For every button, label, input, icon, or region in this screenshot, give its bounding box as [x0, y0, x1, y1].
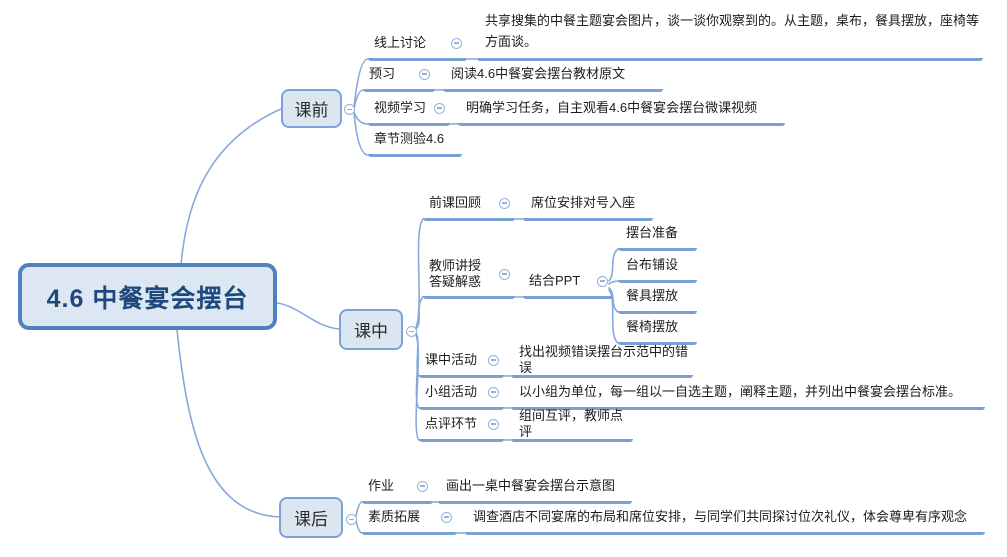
collapse-minus-icon[interactable] [499, 268, 510, 280]
topic-text: 摆台准备 [626, 224, 679, 240]
branch-box-before-class[interactable]: 课前 [281, 89, 342, 128]
topic-tableware-placement[interactable]: 餐具摆放 [618, 286, 697, 314]
topic-review-session-detail[interactable]: 组间互评，教师点评 [511, 408, 633, 442]
root-topic[interactable]: 4.6 中餐宴会摆台 [18, 263, 277, 330]
minus-bar [420, 485, 425, 487]
topic-group-activity[interactable]: 小组活动 [419, 382, 504, 410]
topic-homework[interactable]: 作业 [362, 476, 433, 504]
topic-label: 素质拓展 [368, 508, 421, 524]
topic-text: 餐椅摆放 [626, 318, 679, 334]
minus-bar [409, 330, 414, 333]
topic-table-setting-prep[interactable]: 摆台准备 [618, 223, 697, 251]
topic-review-session[interactable]: 点评环节 [419, 414, 504, 442]
collapse-minus-icon[interactable] [434, 102, 445, 114]
minus-bar [491, 359, 496, 361]
collapse-minus-icon[interactable] [488, 354, 499, 366]
topic-text: 席位安排对号入座 [531, 194, 636, 210]
topic-label: 作业 [368, 477, 395, 493]
topic-group-activity-detail[interactable]: 以小组为单位，每一组以一自选主题，阐释主题，并列出中餐宴会摆台标准。 [511, 382, 985, 410]
topic-quality-extension[interactable]: 素质拓展 [362, 507, 457, 535]
topic-label: 课中活动 [425, 351, 478, 367]
topic-with-ppt[interactable]: 结合PPT [523, 271, 613, 299]
minus-bar [454, 42, 459, 44]
minus-bar [491, 391, 496, 393]
collapse-minus-icon[interactable] [441, 511, 452, 523]
topic-chair-placement[interactable]: 餐椅摆放 [618, 317, 697, 345]
collapse-minus-icon[interactable] [346, 514, 357, 525]
topic-text: 共享搜集的中餐主题宴会图片，谈一谈你观察到的。从主题，桌布，餐具摆放，座椅等方面… [485, 13, 980, 49]
topic-label: 视频学习 [374, 99, 427, 115]
topic-online-discussion[interactable]: 线上讨论 [368, 33, 467, 61]
topic-label: 结合PPT [529, 272, 581, 288]
topic-teacher-lecture[interactable]: 教师讲授答疑解惑 [423, 257, 515, 299]
topic-tablecloth-laying[interactable]: 台布铺设 [618, 255, 697, 283]
topic-label: 前课回顾 [429, 194, 482, 210]
topic-label: 线上讨论 [374, 34, 427, 50]
topic-last-class-review-detail[interactable]: 席位安排对号入座 [523, 193, 653, 221]
topic-text: 以小组为单位，每一组以一自选主题，阐释主题，并列出中餐宴会摆台标准。 [519, 383, 962, 399]
topic-homework-detail[interactable]: 画出一桌中餐宴会摆台示意图 [438, 476, 632, 504]
topic-preview-detail[interactable]: 阅读4.6中餐宴会摆台教材原文 [443, 64, 663, 92]
minus-bar [444, 516, 449, 518]
topic-in-class-activity-detail[interactable]: 找出视频错误摆台示范中的错误 [511, 344, 693, 378]
topic-in-class-activity[interactable]: 课中活动 [419, 350, 504, 378]
topic-video-learning[interactable]: 视频学习 [368, 98, 450, 126]
branch-box-after-class[interactable]: 课后 [279, 497, 343, 538]
collapse-minus-icon[interactable] [406, 326, 417, 337]
topic-chapter-quiz[interactable]: 章节测验4.6 [368, 129, 462, 157]
topic-online-discussion-detail[interactable]: 共享搜集的中餐主题宴会图片，谈一谈你观察到的。从主题，桌布，餐具摆放，座椅等方面… [477, 9, 983, 61]
minus-bar [491, 423, 496, 425]
branch-label: 课中 [354, 322, 388, 341]
branch-label: 课前 [294, 101, 329, 120]
topic-preview[interactable]: 预习 [363, 64, 435, 92]
topic-text: 找出视频错误摆台示范中的错误 [519, 343, 689, 375]
minus-bar [502, 202, 507, 204]
minus-bar [349, 518, 354, 521]
topic-quality-extension-detail[interactable]: 调查酒店不同宴席的布局和席位安排，与同学们共同探讨位次礼仪，体会尊卑有序观念 [465, 507, 985, 535]
topic-label: 点评环节 [425, 415, 478, 431]
topic-video-learning-detail[interactable]: 明确学习任务，自主观看4.6中餐宴会摆台微课视频 [458, 98, 785, 126]
topic-label: 小组活动 [425, 383, 478, 399]
minus-bar [347, 108, 352, 111]
collapse-minus-icon[interactable] [451, 37, 462, 49]
collapse-minus-icon[interactable] [488, 418, 499, 430]
minus-bar [502, 273, 507, 275]
topic-last-class-review[interactable]: 前课回顾 [423, 193, 515, 221]
collapse-minus-icon[interactable] [419, 68, 430, 80]
topic-text: 餐具摆放 [626, 287, 679, 303]
root-topic-title: 4.6 中餐宴会摆台 [46, 284, 249, 313]
collapse-minus-icon[interactable] [499, 197, 510, 209]
topic-label: 预习 [369, 65, 396, 81]
branch-label: 课后 [294, 510, 328, 529]
collapse-minus-icon[interactable] [488, 386, 499, 398]
topic-label: 教师讲授答疑解惑 [429, 257, 482, 289]
minus-bar [600, 280, 605, 282]
topic-text: 台布铺设 [626, 256, 679, 272]
topic-text: 阅读4.6中餐宴会摆台教材原文 [451, 65, 626, 81]
collapse-minus-icon[interactable] [417, 480, 428, 492]
topic-text: 调查酒店不同宴席的布局和席位安排，与同学们共同探讨位次礼仪，体会尊卑有序观念 [473, 508, 968, 524]
topic-text: 画出一桌中餐宴会摆台示意图 [446, 477, 616, 493]
branch-box-during-class[interactable]: 课中 [339, 309, 403, 350]
topic-label: 章节测验4.6 [374, 130, 445, 146]
collapse-minus-icon[interactable] [344, 104, 355, 115]
minus-bar [437, 107, 442, 109]
topic-text: 组间互评，教师点评 [519, 407, 624, 439]
minus-bar [422, 73, 427, 75]
topic-text: 明确学习任务，自主观看4.6中餐宴会摆台微课视频 [466, 99, 758, 115]
collapse-minus-icon[interactable] [597, 275, 608, 287]
